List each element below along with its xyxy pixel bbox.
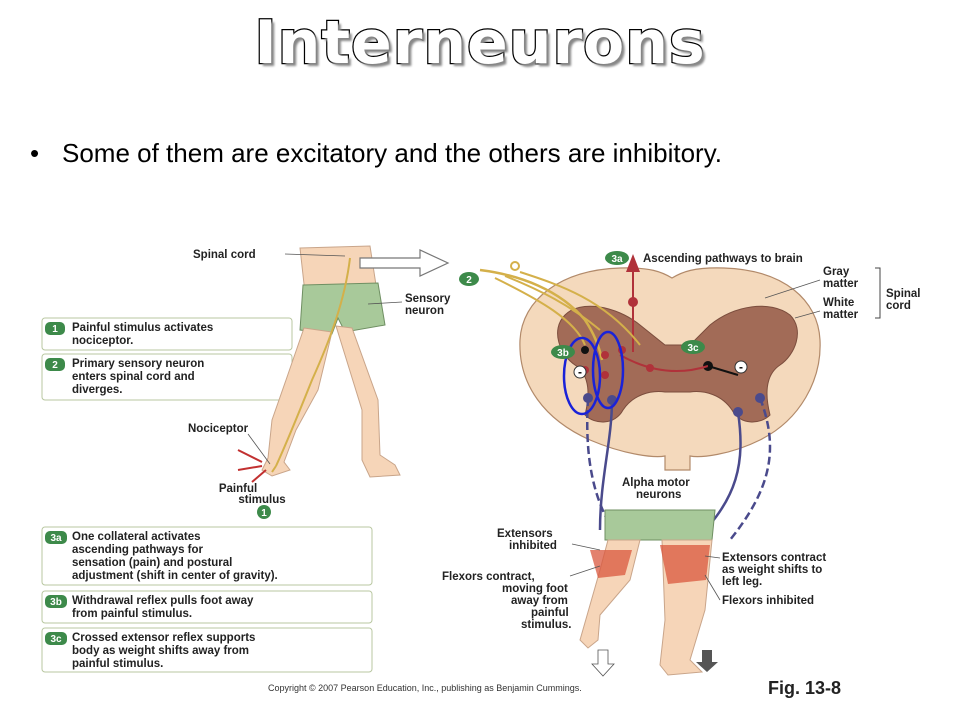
minus-left: - (578, 365, 582, 379)
label-alpha-motor-1: Alpha motor (622, 477, 690, 489)
bullet-excitatory: excitatory (275, 138, 388, 168)
spinal-cross-section: - - (479, 254, 821, 546)
label-ascending: Ascending pathways to brain (643, 253, 803, 265)
label-painful-stimulus-2: stimulus (238, 494, 285, 506)
step-3b-line-1: Withdrawal reflex pulls foot away (72, 595, 254, 607)
label-extensors-contract-3: left leg. (722, 576, 762, 588)
svg-text:1: 1 (52, 324, 58, 335)
label-sensory-neuron-1: Sensory (405, 293, 451, 305)
label-flexors-contract-5: stimulus. (521, 619, 571, 631)
badge-1-leg: 1 (261, 508, 267, 519)
label-extensors-inhibited-2: inhibited (509, 540, 557, 552)
bullet-inhibitory: inhibitory (612, 138, 715, 168)
step-2-line-3: diverges. (72, 384, 123, 396)
step-1-box: 1 Painful stimulus activates nociceptor. (41, 317, 293, 351)
svg-text:3a: 3a (50, 533, 62, 544)
label-painful-stimulus-1: Painful (219, 483, 257, 495)
label-extensors-contract-1: Extensors contract (722, 552, 826, 564)
step-1-line-2: nociceptor. (72, 335, 133, 347)
label-flexors-inhibited: Flexors inhibited (722, 595, 814, 607)
badge-2: 2 (466, 275, 472, 286)
figure-number: Fig. 13-8 (768, 678, 841, 698)
step-3a-line-1: One collateral activates (72, 531, 200, 543)
step-3b-line-2: from painful stimulus. (72, 608, 192, 620)
step-2-box: 2 Primary sensory neuron enters spinal c… (41, 353, 293, 401)
bullet-marker: • (30, 138, 40, 168)
step-3c-line-2: body as weight shifts away from (72, 645, 249, 657)
bullet-text-before: Some of them are (62, 138, 276, 168)
svg-text:3c: 3c (50, 634, 62, 645)
bullet-point: • Some of them are excitatory and the oth… (30, 138, 722, 169)
slide-title: Interneurons (253, 7, 706, 80)
label-flexors-contract-4: painful (531, 607, 569, 619)
label-white-matter-2: matter (823, 309, 859, 321)
label-spinal-cord-2: cord (886, 300, 911, 312)
label-sensory-neuron-2: neuron (405, 305, 444, 317)
minus-right: - (739, 360, 743, 374)
step-3b-box: 3b Withdrawal reflex pulls foot away fro… (41, 590, 373, 624)
svg-text:2: 2 (52, 360, 58, 371)
step-3a-line-3: sensation (pain) and postural (72, 557, 232, 569)
step-3c-line-3: painful stimulus. (72, 658, 163, 670)
annotation-ring-left (562, 336, 602, 416)
step-3a-box: 3a One collateral activates ascending pa… (41, 526, 373, 586)
step-3c-box: 3c Crossed extensor reflex supports body… (41, 627, 373, 673)
label-extensors-inhibited-1: Extensors (497, 528, 553, 540)
annotation-ring-right (591, 330, 625, 410)
step-2-line-2: enters spinal cord and (72, 371, 195, 383)
label-white-matter-1: White (823, 297, 854, 309)
label-nociceptor: Nociceptor (188, 423, 249, 435)
bullet-text-after: . (714, 138, 722, 168)
label-flexors-contract-1: Flexors contract, (442, 571, 535, 583)
bullet-text-middle: and the others are (387, 138, 613, 168)
label-gray-matter-1: Gray (823, 266, 850, 278)
label-gray-matter-2: matter (823, 278, 859, 290)
badge-3b: 3b (557, 348, 569, 359)
copyright-text: Copyright © 2007 Pearson Education, Inc.… (268, 683, 582, 693)
lower-legs (579, 509, 718, 677)
badge-3c: 3c (687, 343, 699, 354)
walking-figure (237, 245, 450, 483)
badge-3a: 3a (611, 254, 623, 265)
step-1-line-1: Painful stimulus activates (72, 322, 213, 334)
step-3a-line-4: adjustment (shift in center of gravity). (72, 570, 278, 582)
svg-text:3b: 3b (50, 597, 62, 608)
label-spinal-cord: Spinal cord (193, 249, 256, 261)
step-3a-line-2: ascending pathways for (72, 544, 204, 556)
label-flexors-contract-2: moving foot (502, 583, 568, 595)
label-alpha-motor-2: neurons (636, 489, 681, 501)
label-flexors-contract-3: away from (511, 595, 568, 607)
step-2-line-1: Primary sensory neuron (72, 358, 204, 370)
label-spinal-cord-1: Spinal (886, 288, 921, 300)
label-extensors-contract-2: as weight shifts to (722, 564, 822, 576)
step-3c-line-1: Crossed extensor reflex supports (72, 632, 255, 644)
